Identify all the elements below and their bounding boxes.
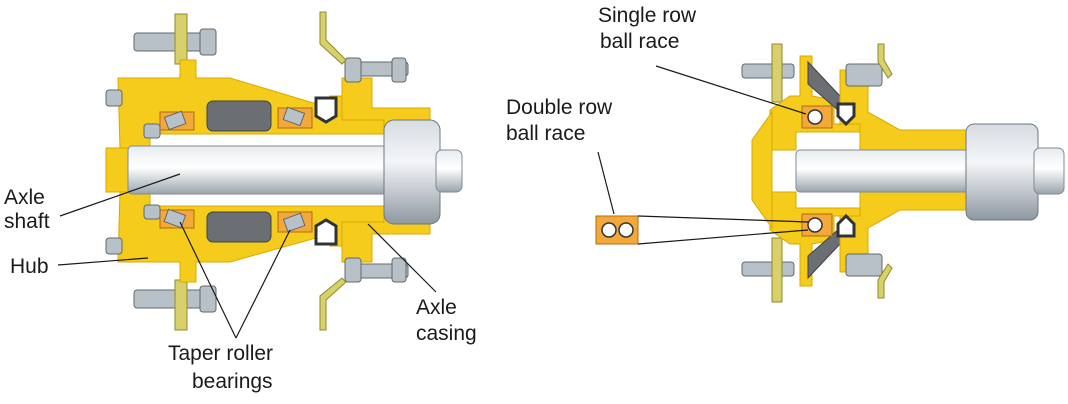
right-casing-bolt-bottom	[845, 253, 883, 277]
leader-double-row	[597, 151, 615, 215]
right-axle-casing-end	[965, 123, 1039, 221]
label-hub: Hub	[10, 255, 49, 278]
oil-seal-top	[314, 96, 338, 124]
taper-roller-bearing-inner-bottom	[159, 208, 195, 229]
leader-taper-inner	[179, 221, 237, 339]
hub-nut-top	[105, 89, 123, 107]
hub-nut-bottom	[105, 237, 123, 255]
axle-casing-end	[383, 119, 441, 225]
oil-seal-bottom	[314, 218, 338, 246]
axle-shaft-end	[435, 149, 463, 193]
shaft-nut-bottom	[143, 204, 161, 220]
label-axle-casing-2: casing	[416, 322, 477, 345]
leader-hub	[57, 257, 149, 266]
right-casing-bolt-top	[845, 63, 883, 87]
leader-double-row-bottom	[637, 229, 809, 245]
leader-single-row	[655, 65, 807, 115]
right-wheel-stud-top	[741, 43, 795, 103]
wheel-stud-top	[133, 13, 217, 65]
leader-lines	[57, 65, 809, 339]
label-single-row-1: Single row	[598, 4, 697, 27]
taper-roller-bearing-outer-top	[277, 106, 313, 129]
single-row-ball-race-bottom	[801, 213, 833, 237]
bearing-spacer-top	[206, 100, 272, 132]
label-single-row-2: ball race	[600, 30, 679, 53]
right-hub-housing-top	[769, 55, 861, 151]
right-hub-cap	[751, 110, 773, 230]
bearing-spacer-bottom	[206, 211, 272, 243]
backing-plate-top	[319, 11, 347, 65]
right-wheel-stud-bottom	[741, 237, 795, 303]
wheel-stud-bottom	[133, 279, 217, 331]
label-axle-casing-1: Axle	[416, 296, 457, 319]
label-taper-2: bearings	[192, 370, 273, 393]
casing-bolt-top	[344, 57, 409, 83]
casing-bolt-bottom	[344, 257, 409, 283]
right-backing-plate-bottom	[877, 263, 893, 299]
label-double-row-1: Double row	[506, 96, 613, 119]
leader-axle-shaft	[59, 173, 181, 217]
label-axle-shaft-2: shaft	[4, 210, 50, 233]
leader-taper-outer	[235, 229, 291, 339]
leader-double-row-top	[637, 215, 809, 223]
backing-plate-bottom	[319, 277, 347, 331]
label-taper-1: Taper roller	[168, 342, 273, 365]
axle-shaft	[127, 145, 397, 195]
right-hub-housing-bottom	[769, 191, 861, 287]
right-oil-seal-bottom	[836, 213, 856, 238]
ball-race-hub-assembly	[741, 43, 1065, 303]
label-axle-shaft-1: Axle	[4, 186, 45, 209]
single-row-ball-race-top	[801, 105, 833, 129]
leader-axle-casing	[367, 223, 437, 293]
right-backing-plate-top	[877, 43, 893, 79]
double-row-ball-race-detail	[595, 215, 639, 245]
taper-roller-bearing-inner-top	[159, 110, 195, 131]
labels: Axle shaft Hub Taper roller bearings Axl…	[4, 4, 697, 393]
taper-roller-bearing-outer-bottom	[277, 211, 313, 233]
shaft-nut-top	[143, 123, 161, 139]
taper-roller-hub-assembly	[105, 11, 463, 331]
right-axle-shaft-end	[1033, 147, 1065, 195]
right-oil-seal-top	[836, 102, 856, 127]
label-double-row-2: ball race	[506, 122, 585, 145]
